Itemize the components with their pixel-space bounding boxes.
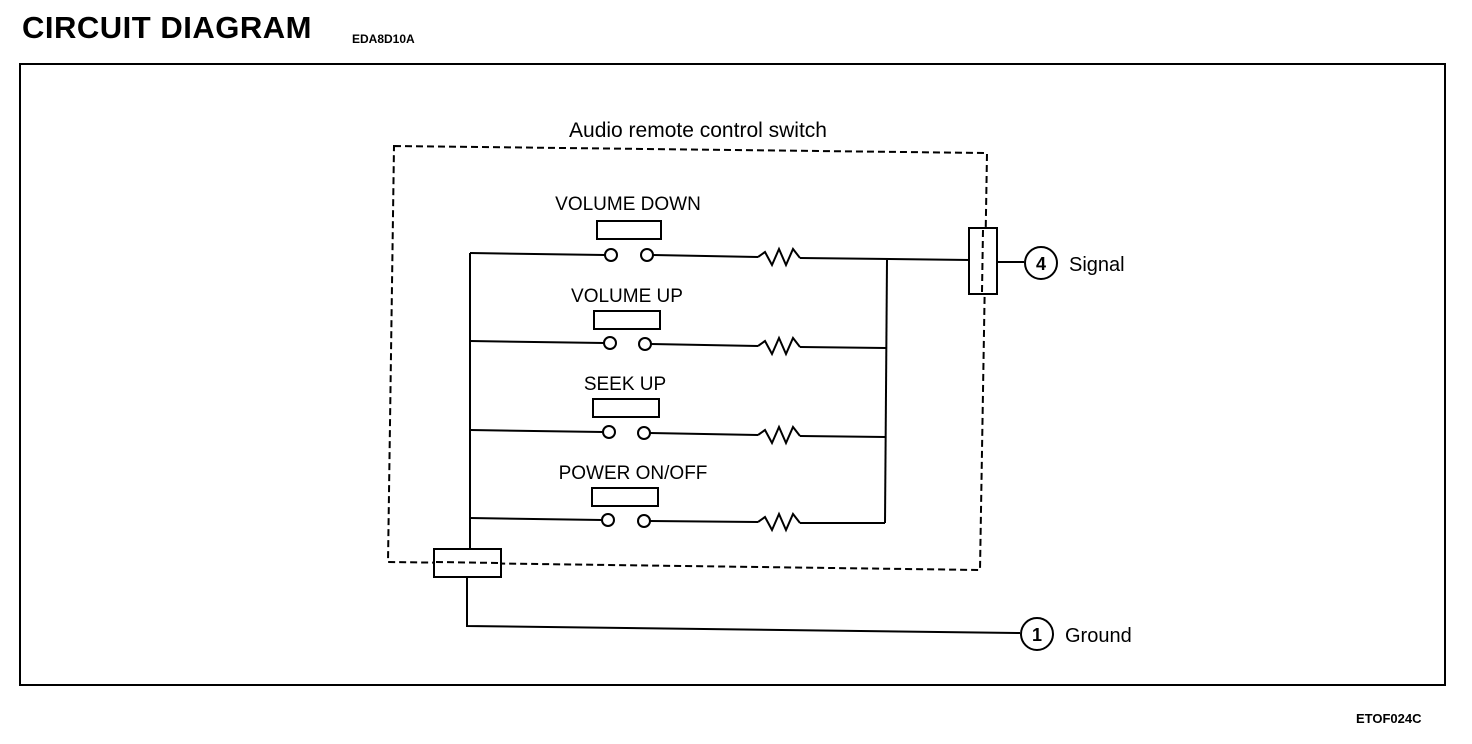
switch-label: POWER ON/OFF <box>559 463 708 484</box>
switch-contact <box>637 514 651 528</box>
switch-button <box>591 487 659 507</box>
wire <box>652 254 759 258</box>
switch-volume-up: VOLUME UP <box>469 286 887 357</box>
switch-power: POWER ON/OFF <box>469 463 885 533</box>
wire <box>469 340 605 344</box>
page-title: CIRCUIT DIAGRAM <box>22 10 312 45</box>
resistor <box>757 246 801 268</box>
terminal-label: Signal <box>1069 254 1125 276</box>
switch-contact <box>640 248 654 262</box>
switch-label: VOLUME UP <box>571 286 683 307</box>
switch-button <box>596 220 662 240</box>
terminal-circle <box>1024 246 1058 280</box>
switch-contact <box>637 426 651 440</box>
wire <box>469 517 603 521</box>
resistor <box>757 424 801 446</box>
component-boundary <box>386 144 989 572</box>
switch-label: SEEK UP <box>584 374 666 395</box>
wire <box>650 343 759 347</box>
ground-connector <box>433 548 502 578</box>
figure-id: ETOF024C <box>1356 711 1422 726</box>
switch-contact <box>602 425 616 439</box>
wire <box>469 252 606 256</box>
switch-contact <box>604 248 618 262</box>
terminal-number: 1 <box>1032 625 1042 645</box>
switch-contact <box>638 337 652 351</box>
component-label: Audio remote control switch <box>569 119 827 142</box>
section-code: EDA8D10A <box>352 32 415 46</box>
resistor <box>757 335 801 357</box>
diagram-frame <box>19 63 1446 686</box>
wire <box>469 429 604 433</box>
wire <box>649 432 759 436</box>
signal-connector <box>968 227 998 295</box>
switch-button <box>593 310 661 330</box>
switch-label: VOLUME DOWN <box>555 194 701 215</box>
terminal-circle <box>1020 617 1054 651</box>
terminal-label: Ground <box>1065 625 1132 647</box>
common-bus-right <box>884 259 888 524</box>
resistor <box>757 511 801 533</box>
wire <box>466 577 1021 634</box>
switch-seek-up: SEEK UP <box>469 374 887 446</box>
terminal-number: 4 <box>1036 254 1046 274</box>
switch-button <box>592 398 660 418</box>
wire <box>799 257 971 261</box>
switch-volume-down: VOLUME DOWN <box>469 194 971 268</box>
switch-contact <box>601 513 615 527</box>
terminal-signal: 4 Signal <box>1024 246 1125 280</box>
wire <box>799 346 887 349</box>
wire <box>649 520 759 523</box>
switch-contact <box>603 336 617 350</box>
wire <box>799 435 887 438</box>
terminal-ground: 1 Ground <box>1020 617 1132 651</box>
